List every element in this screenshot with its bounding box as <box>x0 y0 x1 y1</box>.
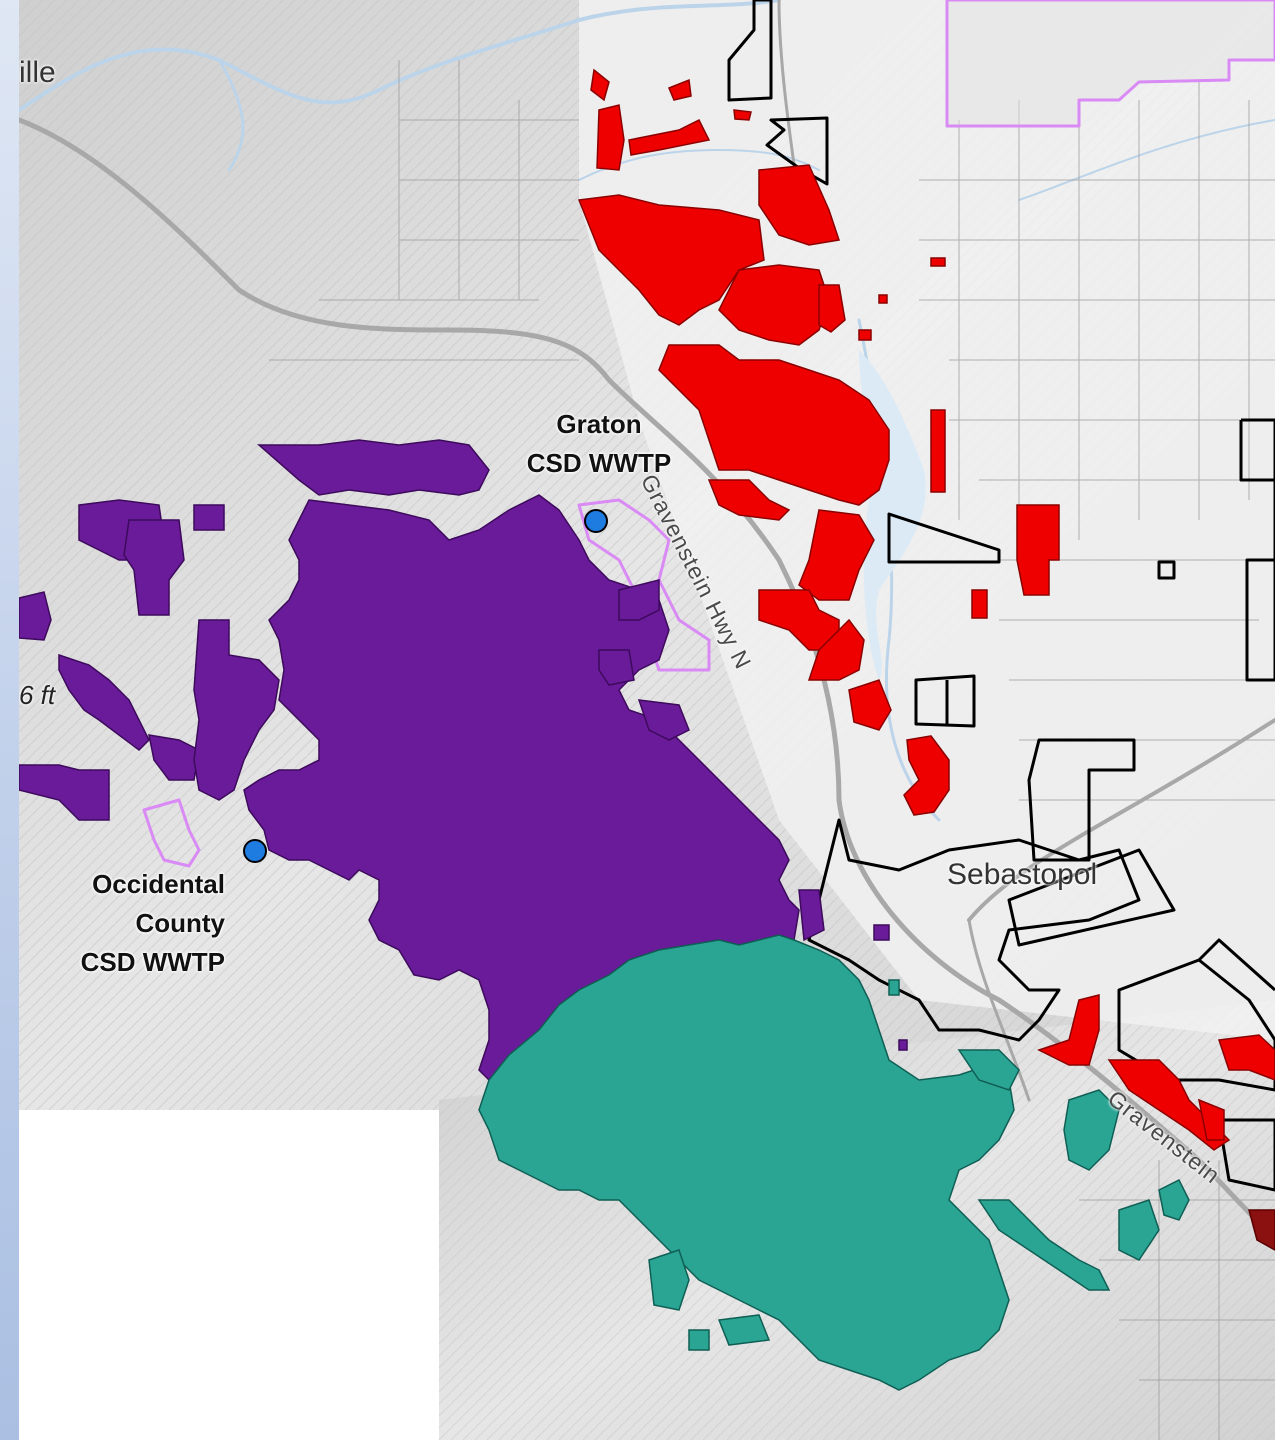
dark-red-zone <box>1248 1209 1275 1251</box>
pink-district-boundaries <box>142 0 1275 868</box>
occidental-wwtp-label-line3: CSD WWTP <box>80 947 225 977</box>
parcel-lines <box>269 60 1275 1440</box>
occidental-wwtp-label: Occidental County CSD WWTP <box>19 865 225 982</box>
graton-wwtp-label-line1: Graton <box>556 409 642 439</box>
purple-zone <box>19 439 908 1082</box>
red-zone <box>577 68 1275 1151</box>
occidental-wwtp-label-line2: County <box>135 908 225 938</box>
wwtp-markers <box>243 509 608 863</box>
window-frame-edge <box>0 0 19 1440</box>
teal-zone <box>478 934 1190 1391</box>
graton-wwtp-point-icon <box>584 509 608 533</box>
occidental-wwtp-label-line1: Occidental <box>92 869 225 899</box>
sebastopol-label: Sebastopol <box>947 858 1098 891</box>
map-canvas[interactable]: ille 6 ft Graton CSD WWTP Occidental Cou… <box>19 0 1275 1440</box>
elevation-label: 6 ft <box>19 680 56 710</box>
graton-wwtp-label-line2: CSD WWTP <box>526 448 672 478</box>
graton-wwtp-label: Graton CSD WWTP <box>499 405 699 483</box>
occidental-wwtp-point-icon <box>243 839 267 863</box>
town-label-fragment: ille <box>19 56 56 89</box>
